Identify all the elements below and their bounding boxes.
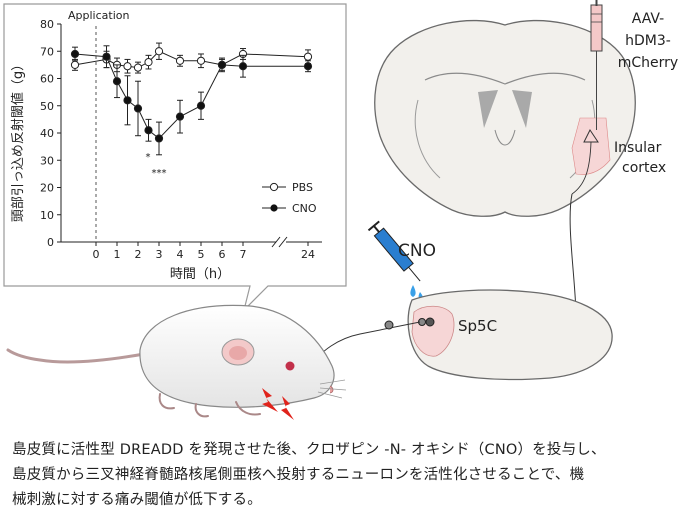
sp5c-label: Sp5C	[458, 317, 497, 335]
x-axis-ticks: 0 1 2 3 4 5 6 7 24	[93, 242, 315, 261]
x-tick-label: 24	[301, 248, 315, 261]
data-point	[133, 63, 143, 72]
virus-label-line3: mCherry	[618, 55, 678, 71]
x-tick-label: 5	[198, 248, 205, 261]
threshold-chart: 0 10 20 30 40 50 60 70 80 0 1 2 3 4 5 6 7 24 Application…	[10, 9, 322, 282]
legend-marker-cno	[270, 204, 278, 212]
virus-label-line2: hDM3-	[625, 33, 671, 49]
y-tick-label: 0	[47, 236, 54, 249]
aav-syringe-icon	[590, 0, 603, 130]
series-layer	[70, 42, 313, 156]
data-point	[303, 62, 313, 71]
series-cno	[70, 45, 313, 156]
data-point	[303, 52, 313, 61]
x-tick-label: 1	[114, 248, 121, 261]
rat-nose	[329, 385, 334, 394]
virus-label-line1: AAV-	[632, 11, 664, 27]
data-point	[154, 47, 164, 56]
x-axis-break-mark	[271, 236, 288, 248]
data-point	[70, 49, 80, 59]
corpus-callosum	[424, 72, 586, 85]
x-tick-label: 0	[93, 248, 100, 261]
data-point	[123, 62, 132, 71]
caption-line-1: 島皮質に活性型 DREADD を発現させた後、クロザピン -N- オキシド（CN…	[12, 442, 606, 458]
y-tick-label: 60	[40, 73, 54, 86]
caption-line-3: 械刺激に対する痛み閾値が低下する。	[12, 492, 262, 508]
y-tick-label: 80	[40, 18, 54, 31]
data-point	[196, 101, 206, 110]
y-axis-label: 頭部引っ込め反射閾値（g）	[10, 58, 26, 222]
chart-title: Application	[68, 9, 129, 22]
y-tick-label: 20	[40, 182, 54, 195]
data-point	[217, 60, 227, 69]
rat-whiskers	[317, 379, 347, 399]
ventricle-left	[478, 90, 498, 128]
midline-structure	[494, 129, 516, 146]
ganglion-icon	[384, 320, 394, 330]
y-tick-label: 70	[40, 45, 54, 58]
ventricle-right	[512, 90, 532, 128]
brainstem-outline	[407, 289, 613, 381]
insular-label-line2: cortex	[622, 160, 666, 176]
rat-hind-paw	[158, 393, 175, 410]
y-tick-label: 10	[40, 209, 54, 222]
x-tick-label: 6	[219, 248, 226, 261]
cno-droplet-icon	[410, 285, 423, 299]
legend-label-pbs: PBS	[292, 181, 313, 194]
legend-label-cno: CNO	[292, 202, 317, 215]
rat-tail	[6, 348, 146, 364]
data-point	[70, 60, 80, 69]
y-tick-label: 30	[40, 154, 54, 167]
figure-caption: 島皮質に活性型 DREADD を発現させた後、クロザピン -N- オキシド（CN…	[12, 438, 684, 513]
data-point	[112, 77, 122, 86]
caption-line-2: 島皮質から三叉神経脊髄路核尾側亜核へ投射するニューロンを活性化させることで、機	[12, 467, 585, 483]
significance-mark-single: *	[146, 152, 151, 163]
data-point	[133, 104, 143, 113]
pain-bolt-icon	[262, 388, 278, 412]
rat-front-paw	[194, 401, 261, 418]
brain-section-lower	[407, 289, 613, 381]
x-tick-label: 7	[240, 248, 247, 261]
y-tick-label: 40	[40, 127, 54, 140]
x-tick-label: 2	[135, 248, 142, 261]
brain-outline	[374, 19, 636, 217]
rat-eye	[285, 361, 295, 371]
y-tick-label: 50	[40, 100, 54, 113]
data-point	[144, 126, 153, 135]
rat-ear-inner	[229, 346, 247, 360]
series-line-extension	[242, 53, 309, 58]
y-axis-ticks: 0 10 20 30 40 50 60 70 80	[40, 18, 61, 249]
data-point	[175, 56, 185, 65]
data-point	[154, 134, 164, 143]
data-point	[175, 112, 185, 121]
insular-neuron-icon	[571, 129, 599, 195]
sp5c-neuron-icon	[425, 317, 435, 327]
x-axis-label: 時間（h）	[170, 267, 230, 282]
data-point	[144, 58, 153, 67]
data-point	[123, 96, 132, 105]
insular-label-line1: Insular	[614, 140, 662, 156]
rat-illustration	[6, 304, 347, 418]
cno-syringe-icon	[367, 220, 421, 282]
data-point	[102, 52, 111, 61]
pain-bolt-icon-2	[281, 396, 294, 420]
x-tick-label: 3	[156, 248, 163, 261]
x-tick-label: 4	[177, 248, 184, 261]
chart-legend: PBS CNO	[262, 181, 317, 215]
significance-mark-triple: ***	[152, 168, 167, 179]
legend-marker-pbs	[269, 182, 279, 192]
data-point	[196, 56, 206, 65]
chart-bubble	[3, 3, 347, 312]
data-point	[238, 62, 248, 71]
cno-syringe-label: CNO	[398, 241, 436, 261]
